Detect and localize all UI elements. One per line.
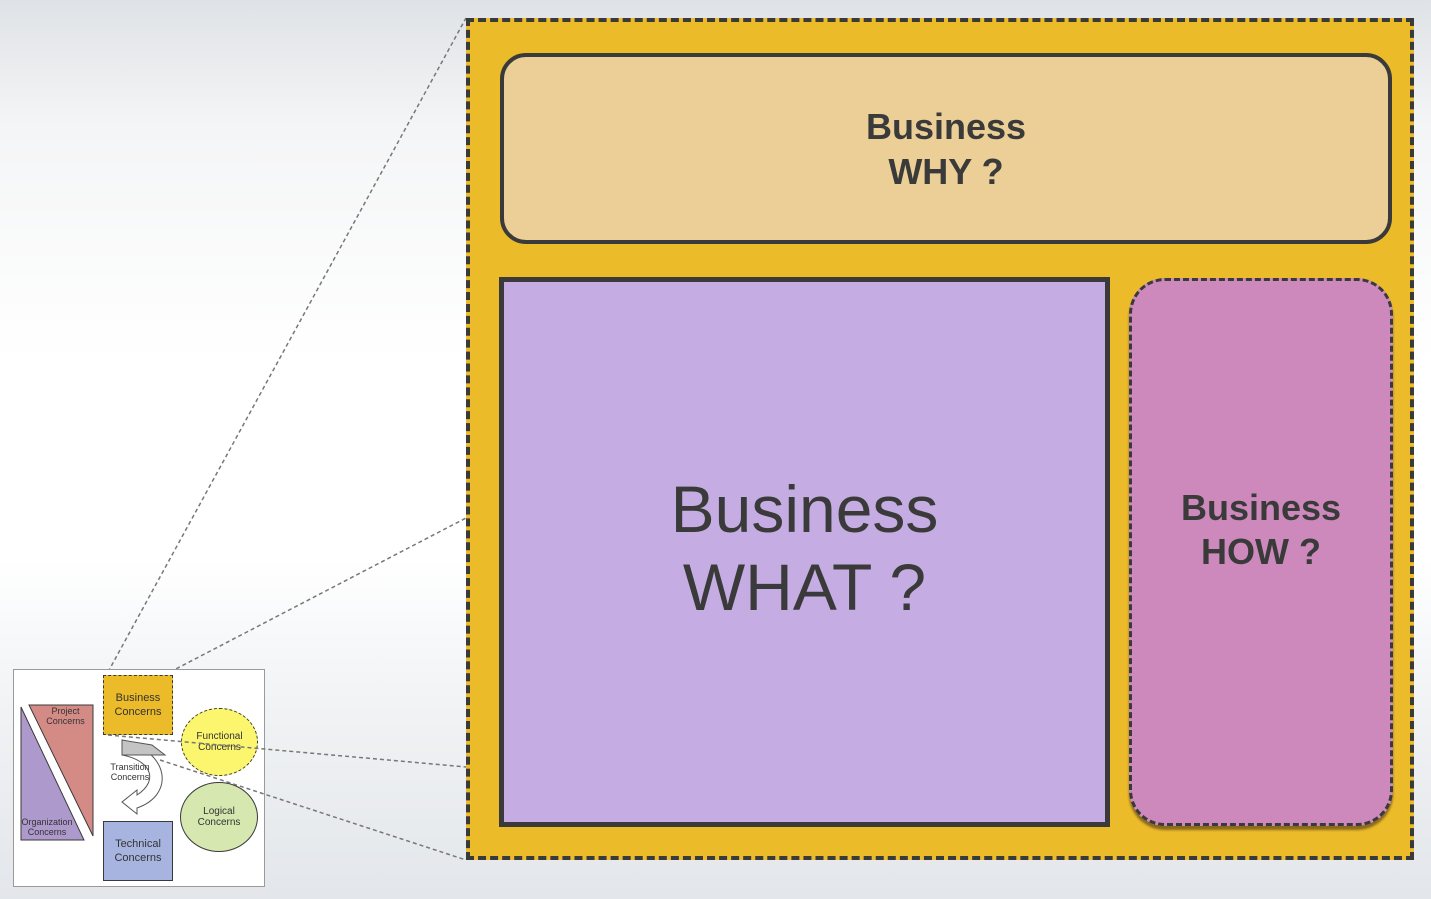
business-how-box: Business HOW ? [1129, 278, 1393, 826]
organization-concerns-shape [20, 706, 85, 841]
business-how-line2: HOW ? [1201, 531, 1321, 572]
business-what-line2: WHAT ? [682, 550, 927, 624]
business-concerns-thumb: Business Concerns [103, 675, 173, 735]
business-why-line1: Business [865, 105, 1027, 147]
business-what-box: Business WHAT ? [499, 277, 1110, 827]
transition-arrow-top [121, 739, 167, 756]
connector-line-top [107, 17, 467, 673]
business-why-box: Business WHY ? [500, 53, 1392, 244]
technical-concerns-thumb: Technical Concerns [103, 821, 173, 881]
functional-concerns-thumb: Functional Concerns [181, 708, 258, 776]
business-what-line1: Business [670, 472, 939, 546]
project-concerns-shape [28, 704, 94, 837]
business-how-line1: Business [1180, 487, 1342, 528]
business-why-line2: WHY ? [888, 150, 1004, 192]
logical-concerns-thumb: Logical Concerns [180, 782, 258, 852]
